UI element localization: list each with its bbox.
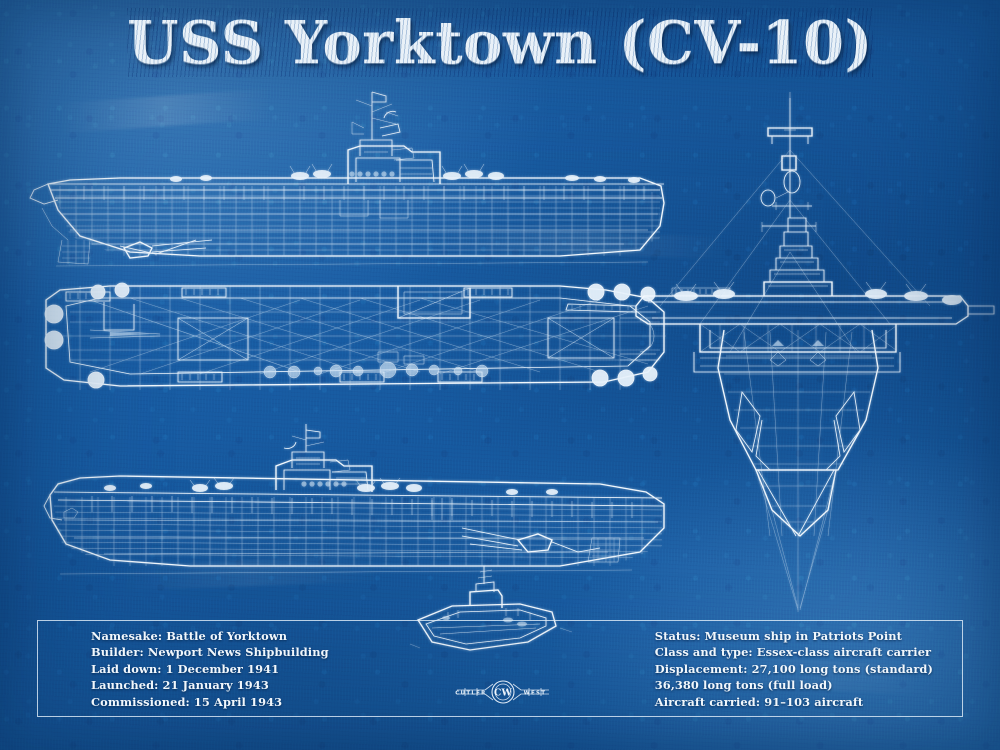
logo-left-word: CUTLER	[455, 691, 486, 697]
aa-gun-mounts	[170, 170, 640, 183]
view-bow-elevation	[566, 92, 994, 612]
specification-column-left: Namesake: Battle of Yorktown Builder: Ne…	[91, 628, 329, 710]
starboard-gun-sponsons	[178, 372, 482, 382]
view-port-profile	[44, 424, 676, 574]
port-gun-sponsons	[66, 288, 512, 301]
spec-namesake: Namesake: Battle of Yorktown	[91, 629, 288, 643]
spec-commissioned: Commissioned: 15 April 1943	[91, 694, 283, 709]
logo-outer-ring	[491, 680, 515, 704]
title-container: USS Yorktown (CV-10)	[0, 8, 1000, 77]
island-superstructure-port	[276, 424, 372, 492]
spec-displacement: Displacement: 27,100 long tons (standard…	[654, 661, 933, 676]
mast-tower	[761, 92, 832, 296]
cutler-west-logo: CUTLER WEST CW	[455, 678, 551, 706]
spec-launched: Launched: 21 January 1943	[91, 678, 269, 693]
logo-inner-ring	[494, 683, 512, 701]
specification-panel: Namesake: Battle of Yorktown Builder: Ne…	[37, 620, 963, 717]
aa-gun-mounts-port	[104, 482, 558, 495]
view-starboard-profile	[30, 92, 670, 266]
logo-rails	[457, 683, 549, 701]
detail-strip	[672, 288, 730, 295]
spec-class-and-type: Class and type: Essex-class aircraft car…	[654, 645, 932, 660]
logo-right-word: WEST	[524, 691, 547, 697]
spec-aircraft-carried: Aircraft carried: 91–103 aircraft	[654, 694, 864, 709]
scuff-1	[59, 88, 271, 134]
island-superstructure	[348, 92, 440, 184]
scuff-2	[429, 226, 731, 260]
logo-monogram: CW	[494, 688, 513, 699]
page-title: USS Yorktown (CV-10)	[127, 8, 873, 77]
spec-displacement-full: 36,380 long tons (full load)	[654, 678, 833, 693]
spec-status: Status: Museum ship in Patriots Point	[654, 629, 903, 643]
view-flight-deck-plan	[45, 283, 730, 390]
deck-machinery-row	[264, 352, 488, 378]
specification-column-right: Status: Museum ship in Patriots Point Cl…	[655, 628, 933, 710]
spec-laid-down: Laid down: 1 December 1941	[91, 661, 280, 676]
scuff-3	[119, 555, 381, 591]
spec-builder: Builder: Newport News Shipbuilding	[91, 645, 329, 660]
